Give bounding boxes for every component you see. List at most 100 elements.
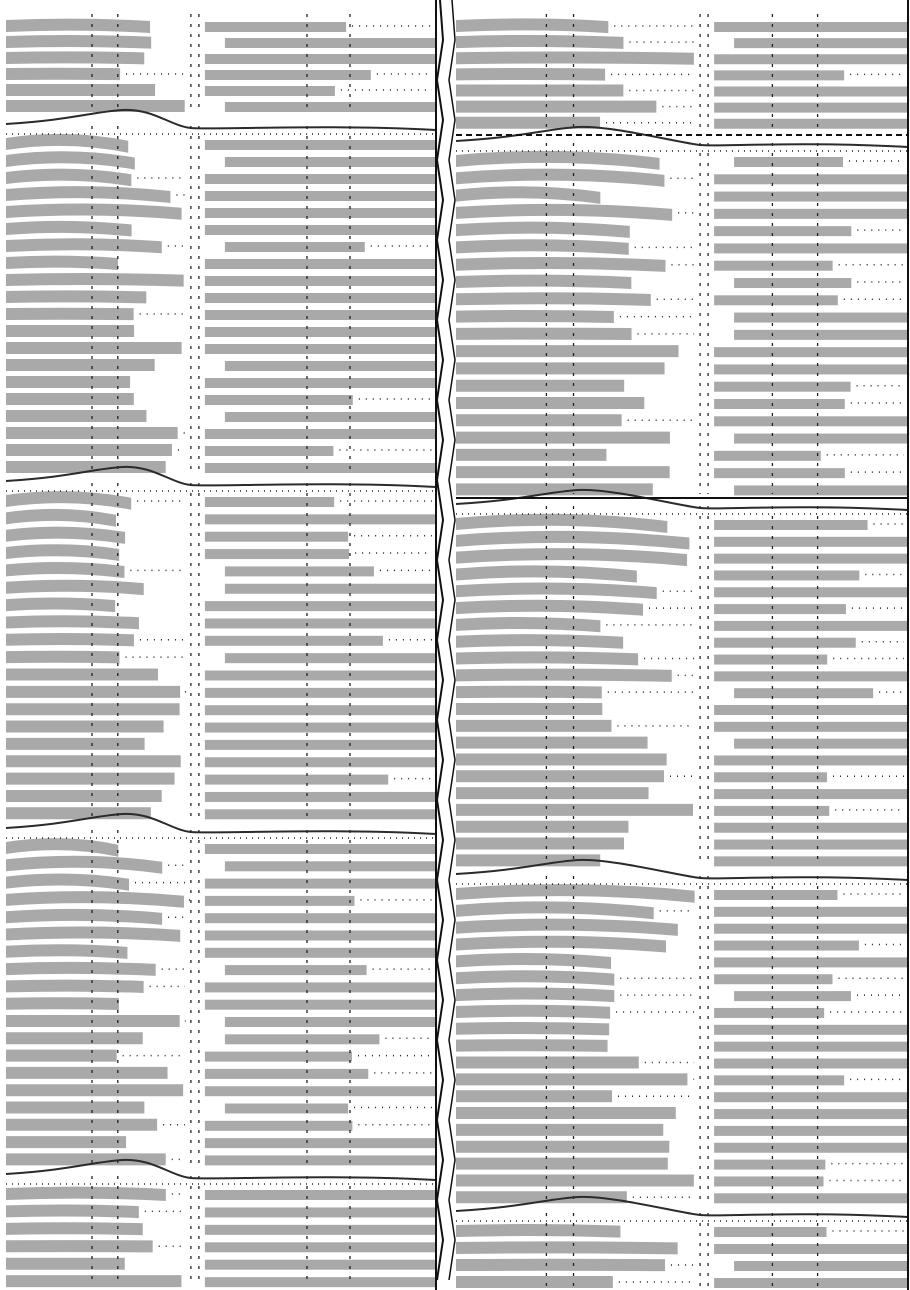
strip-right: [205, 140, 436, 150]
strip-left: [6, 444, 172, 456]
strip-left: [6, 273, 184, 287]
strip-right: [205, 1086, 436, 1096]
strip-right: [225, 1017, 436, 1027]
strip-right: [734, 1261, 908, 1271]
strip-right: [714, 468, 845, 478]
strip-left: [6, 721, 164, 733]
strip-right: [205, 879, 436, 889]
strip-right: [205, 757, 436, 767]
strip-left: [6, 651, 119, 664]
strip-left: [456, 414, 622, 426]
strip-left: [456, 1259, 665, 1271]
strip-left: [6, 84, 155, 96]
strip-right: [205, 259, 436, 269]
strip-left: [456, 669, 672, 682]
strip-right: [714, 890, 837, 900]
strip-right: [714, 295, 838, 305]
strip-left: [6, 376, 130, 388]
strip-left: [456, 1224, 620, 1238]
strip-right: [714, 520, 867, 530]
strip-right: [205, 22, 346, 32]
strip-right: [714, 957, 908, 967]
strip-left: [456, 787, 649, 799]
strip-right: [205, 896, 355, 906]
strip-right: [205, 618, 436, 628]
strip-left: [6, 980, 144, 993]
strip-left: [456, 397, 644, 409]
strip-left: [6, 1204, 139, 1218]
strip-right: [714, 103, 908, 113]
strip-right: [714, 1126, 908, 1136]
strip-right: [714, 1176, 823, 1186]
strip-left: [6, 35, 151, 49]
strip-right: [225, 242, 365, 252]
strip-left: [456, 1039, 608, 1052]
strip-right: [734, 157, 843, 167]
strip-right: [205, 913, 436, 923]
strip-right: [714, 655, 827, 665]
strip-right: [714, 1193, 908, 1203]
strip-right: [225, 566, 374, 576]
strip-right: [205, 293, 436, 303]
strip-right: [225, 1034, 380, 1044]
strip-right: [205, 395, 353, 405]
strip-right: [205, 446, 334, 456]
strip-left: [456, 345, 678, 357]
strip-left: [6, 773, 175, 785]
strip-right: [205, 549, 349, 559]
strip-right: [225, 157, 436, 167]
strip-left: [456, 821, 628, 833]
strip-right: [714, 1278, 908, 1288]
strip-right: [714, 638, 856, 648]
strip-left: [6, 633, 134, 646]
strip-right: [205, 378, 436, 388]
strip-left: [456, 362, 665, 374]
strip-right: [714, 789, 908, 799]
strip-right: [205, 225, 436, 235]
strip-right: [714, 1059, 908, 1069]
strip-right: [734, 313, 908, 323]
strip-right: [225, 861, 436, 871]
strip-right: [205, 429, 436, 439]
strip-right: [225, 584, 436, 594]
strip-right: [205, 1190, 436, 1200]
strip-left: [6, 755, 181, 767]
strip-left: [456, 51, 694, 64]
strip-left: [456, 85, 623, 97]
strip-left: [456, 101, 656, 113]
strip-right: [205, 310, 436, 320]
strip-right: [205, 344, 436, 354]
strip-right: [205, 982, 436, 992]
strip-left: [456, 1124, 663, 1136]
strip-left: [456, 310, 614, 323]
strip-left: [6, 1119, 157, 1131]
strip-left: [6, 1084, 183, 1096]
strip-right: [714, 1042, 908, 1052]
strip-right: [714, 974, 832, 984]
strip-right: [205, 54, 436, 64]
strip-left: [6, 325, 134, 337]
strip-right: [205, 740, 436, 750]
strip-right: [205, 1225, 436, 1235]
strip-left: [6, 1102, 144, 1114]
strip-left: [6, 669, 158, 681]
strip-right: [205, 792, 436, 802]
strip-left: [456, 737, 648, 749]
strip-left: [456, 292, 651, 306]
strip-right: [714, 1227, 826, 1237]
strip-left: [456, 380, 624, 392]
strip-right: [205, 1000, 436, 1010]
strip-right: [714, 22, 908, 32]
strip-right: [734, 278, 851, 288]
strip-right: [734, 739, 908, 749]
strip-right: [205, 1069, 368, 1079]
strip-right: [205, 1277, 436, 1287]
strip-left: [456, 328, 632, 340]
strip-right: [714, 1143, 908, 1153]
strip-right: [205, 86, 335, 96]
strip-right: [714, 347, 908, 357]
strip-left: [456, 1107, 676, 1119]
strip-left: [456, 1241, 678, 1254]
strip-right: [225, 965, 367, 975]
